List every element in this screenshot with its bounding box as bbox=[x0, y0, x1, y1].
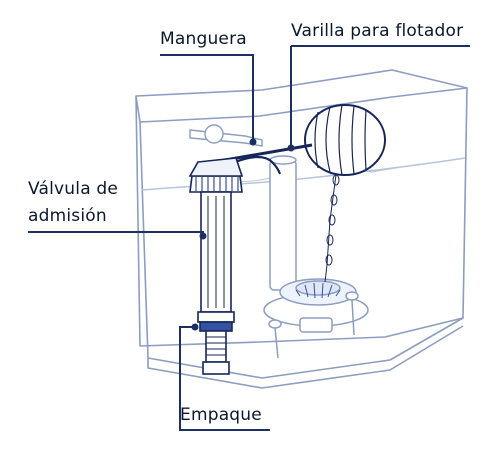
fill-valve-thread bbox=[205, 330, 227, 363]
handle-hub bbox=[204, 124, 224, 144]
fill-valve-shaft-lines bbox=[207, 196, 225, 308]
flush-nut bbox=[299, 317, 333, 333]
tank-front-left bbox=[139, 121, 464, 379]
leader-empaque-dot bbox=[191, 323, 199, 331]
refill-hose bbox=[234, 155, 282, 175]
fill-valve-cap-ribs bbox=[195, 177, 239, 191]
label-valvula-line1: Válvula de bbox=[28, 179, 119, 199]
fill-valve-head bbox=[188, 157, 244, 177]
fill-valve-cap bbox=[189, 175, 243, 193]
flush-valve bbox=[263, 278, 369, 359]
tank-front-bottom bbox=[147, 325, 464, 389]
fill-valve-collar bbox=[197, 311, 235, 323]
label-manguera: Manguera bbox=[160, 29, 247, 49]
flapper-ribs bbox=[295, 282, 341, 299]
bolt-right-stem bbox=[351, 299, 355, 336]
flapper-top bbox=[295, 280, 341, 296]
leader-valvula bbox=[28, 231, 204, 236]
label-valvula-line2: admisión bbox=[28, 206, 107, 226]
bolt-left-stem bbox=[274, 327, 279, 359]
label-varilla-para-flotador: Varilla para flotador bbox=[291, 21, 464, 41]
overflow-tube-body bbox=[269, 159, 297, 291]
handle-lever bbox=[189, 124, 263, 147]
float-rod-line bbox=[224, 143, 313, 162]
leader-valvula-dot bbox=[199, 232, 207, 240]
float-ball bbox=[304, 104, 386, 176]
leader-lines bbox=[28, 45, 470, 431]
tank bbox=[135, 69, 468, 389]
tank-front-top-edge bbox=[135, 87, 468, 123]
leader-manguera-dot bbox=[249, 138, 257, 146]
float-ball-stripes bbox=[314, 104, 367, 176]
bolt-left bbox=[268, 319, 282, 329]
bolt-right bbox=[345, 291, 359, 301]
fill-valve-gasket bbox=[199, 321, 233, 332]
leader-varilla-dot bbox=[287, 144, 295, 152]
chain-links bbox=[324, 174, 337, 283]
overflow-tube bbox=[269, 155, 297, 291]
flapper-chain bbox=[324, 174, 340, 283]
fill-valve-nut bbox=[202, 361, 230, 375]
leader-manguera bbox=[160, 54, 254, 140]
fill-valve bbox=[188, 157, 244, 375]
leader-varilla bbox=[290, 45, 470, 146]
refill-hose-path bbox=[234, 155, 282, 175]
float-rod bbox=[224, 143, 313, 162]
fill-valve-thread-lines bbox=[206, 336, 226, 356]
leader-empaque bbox=[179, 326, 270, 431]
label-empaque: Empaque bbox=[180, 405, 262, 425]
